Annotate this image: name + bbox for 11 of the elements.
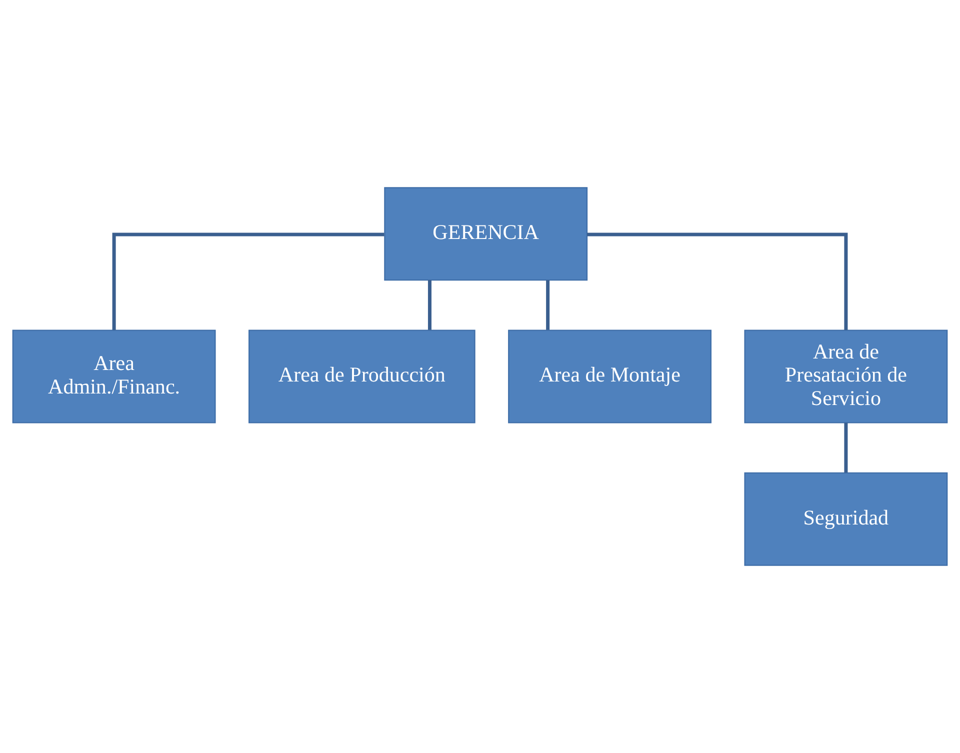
connector	[428, 280, 432, 330]
connector	[844, 422, 848, 473]
connector	[546, 280, 550, 330]
node-box: GERENCIA	[384, 187, 588, 281]
node-box: Area de Producción	[248, 330, 476, 424]
node-box: Area de Montaje	[508, 330, 712, 424]
node-box: Area Admin./Financ.	[12, 330, 216, 424]
connector	[587, 232, 848, 330]
node-box: Seguridad	[744, 472, 948, 566]
connector	[112, 232, 384, 330]
node-box: Area de Presatación de Servicio	[744, 330, 948, 424]
